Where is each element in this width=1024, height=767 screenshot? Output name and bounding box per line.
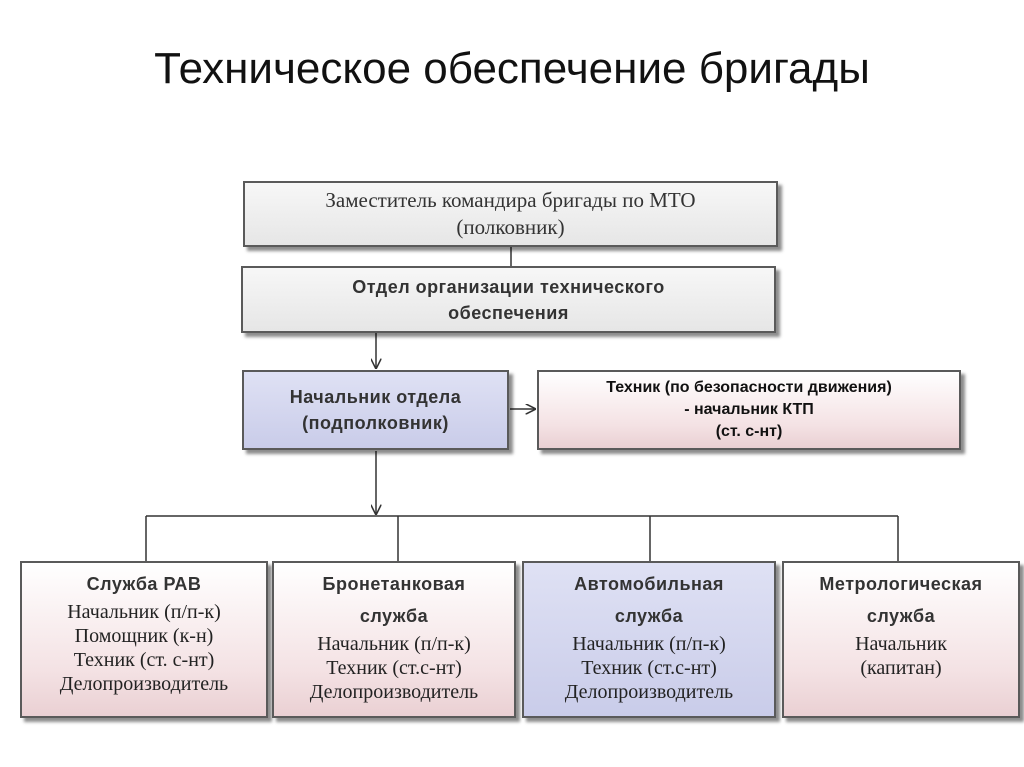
service-title: Служба РАВ	[86, 574, 202, 594]
service-armored-box: Бронетанковая служба Начальник (п/п-к) Т…	[272, 561, 516, 718]
department-head-box: Начальник отдела (подполковник)	[242, 370, 509, 450]
service-rav-box: Служба РАВ Начальник (п/п-к) Помощник (к…	[20, 561, 268, 718]
staff-item: Начальник	[855, 633, 947, 655]
service-title: служба	[359, 606, 429, 626]
technician-line1: Техник (по безопасности движения)	[606, 379, 892, 396]
head-title: Начальник отдела	[289, 387, 462, 407]
staff-item: Начальник (п/п-к)	[67, 601, 221, 623]
staff-item: Делопроизводитель	[59, 673, 229, 695]
service-title: служба	[614, 606, 684, 626]
staff-item: Помощник (к-н)	[74, 625, 214, 647]
technician-box: Техник (по безопасности движения) - нача…	[537, 370, 961, 450]
head-rank: (подполковник)	[302, 413, 449, 433]
staff-item: Начальник (п/п-к)	[317, 633, 471, 655]
service-title: Бронетанковая	[322, 574, 466, 594]
staff-item: Делопроизводитель	[564, 681, 734, 703]
staff-item: Техник (ст.с-нт)	[326, 657, 462, 679]
department-box: Отдел организации технического обеспечен…	[241, 266, 776, 333]
technician-line3: (ст. с-нт)	[715, 423, 783, 440]
deputy-rank: (полковник)	[456, 215, 565, 239]
service-title: служба	[866, 606, 936, 626]
deputy-title: Заместитель командира бригады по МТО	[325, 188, 696, 212]
department-line1: Отдел организации технического	[352, 276, 665, 297]
staff-item: Делопроизводитель	[309, 681, 479, 703]
service-title: Автомобильная	[574, 574, 724, 594]
department-line2: обеспечения	[448, 302, 569, 323]
staff-item: Техник (ст. с-нт)	[73, 649, 215, 671]
deputy-commander-box: Заместитель командира бригады по МТО (по…	[243, 181, 778, 247]
service-automobile-box: Автомобильная служба Начальник (п/п-к) Т…	[522, 561, 776, 718]
slide-title: Техническое обеспечение бригады	[154, 44, 870, 93]
staff-item: Начальник (п/п-к)	[572, 633, 726, 655]
staff-item: Техник (ст.с-нт)	[581, 657, 717, 679]
service-metrology-box: Метрологическая служба Начальник (капита…	[782, 561, 1020, 718]
service-title: Метрологическая	[819, 574, 983, 594]
staff-item: (капитан)	[860, 657, 942, 679]
technician-line2: - начальник КТП	[684, 401, 814, 418]
